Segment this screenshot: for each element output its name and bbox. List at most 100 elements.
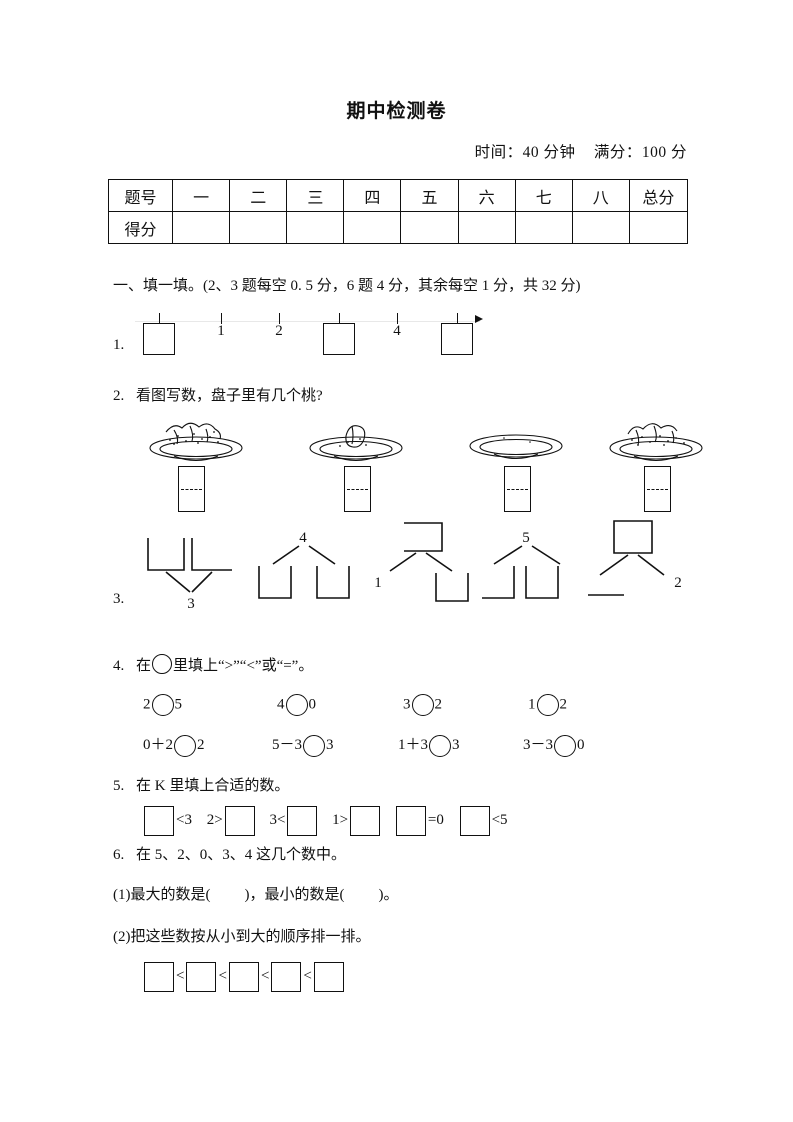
compare-3-right: 2 (434, 696, 443, 713)
compare-6-circle[interactable] (303, 734, 326, 757)
question-6-sub-1: (1)最大的数是()，最小的数是()。 (113, 883, 399, 904)
section-1-heading: 一、填一填。(2、3 题每空 0. 5 分，6 题 4 分，其余每空 1 分，共… (113, 278, 581, 294)
question-2-prompt: 看图写数，盘子里有几个桃? (136, 388, 323, 404)
q5-box-1[interactable] (144, 806, 174, 836)
compare-8-circle[interactable] (554, 734, 577, 757)
question-6-order-boxes: <<<< (143, 962, 345, 992)
compare-2-right: 0 (308, 696, 317, 713)
time-label: 时间：40 分钟 (474, 144, 576, 161)
compare-1-right: 5 (174, 696, 183, 713)
col-header-7: 七 (514, 179, 573, 212)
plate-empty (460, 418, 572, 466)
number-bond-5: 2 (586, 515, 706, 607)
plate-1-answer-box[interactable] (178, 466, 205, 512)
number-line-answer-box-3[interactable] (441, 323, 473, 355)
col-header-1: 一 (172, 179, 231, 212)
question-4-prompt-a: 在 (136, 658, 152, 674)
plate-2-answer-box[interactable] (344, 466, 371, 512)
q5-box-6[interactable] (459, 806, 490, 836)
q6-order-box-3[interactable] (228, 962, 259, 992)
number-line-tick-4 (339, 313, 340, 324)
score-cell-3[interactable] (286, 211, 345, 244)
question-5-boxes: <3 2> 3< 1> =0 <5 (143, 806, 509, 836)
score-cell-6[interactable] (457, 211, 516, 244)
compare-2-circle[interactable] (285, 694, 308, 716)
compare-6-left: 5－3 (272, 737, 303, 753)
score-cell-5[interactable] (400, 211, 459, 244)
q5-box-2[interactable] (224, 806, 255, 836)
question-5-prompt-row: 5. 在 K 里填上合适的数。 (113, 774, 289, 795)
plate-3-answer-box[interactable] (504, 466, 531, 512)
score-cell-7[interactable] (514, 211, 573, 244)
score-cell-8[interactable] (571, 211, 630, 244)
score-cell-4[interactable] (343, 211, 402, 244)
score-cell-1[interactable] (172, 211, 231, 244)
compare-8-left: 3－3 (523, 737, 554, 753)
number-line-tick-5 (397, 313, 398, 324)
q6-sub1-label: (1) (113, 887, 131, 903)
question-4-prompt-row: 4. 在里填上“>”“<”或“=”。 (113, 654, 313, 675)
plate-full (140, 418, 252, 466)
compare-7-right: 3 (452, 737, 460, 753)
score-cell-total[interactable] (628, 211, 689, 244)
q5-op-1: <3 (176, 812, 192, 829)
col-header-6: 六 (457, 179, 516, 212)
compare-3-circle[interactable] (411, 694, 434, 716)
compare-4-left: 1 (528, 696, 536, 713)
q5-box-4[interactable] (350, 806, 381, 836)
question-5-number: 5. (113, 778, 125, 794)
row-label-question-no: 题号 (107, 179, 174, 212)
compare-2-left: 4 (277, 696, 285, 713)
question-2-number: 2. (113, 388, 125, 404)
number-bond-3: 1 (368, 515, 488, 607)
q6-order-box-1[interactable] (144, 962, 174, 992)
page-title: 期中检测卷 (346, 100, 447, 122)
q5-op-2: 2> (206, 812, 223, 829)
number-line-answer-box-1[interactable] (143, 323, 175, 355)
compare-4-circle[interactable] (536, 694, 559, 716)
row-label-score: 得分 (107, 211, 174, 244)
number-line-answer-box-2[interactable] (323, 323, 355, 355)
col-header-total: 总分 (628, 179, 689, 212)
number-line-tick-3 (279, 313, 280, 324)
q6-order-box-4[interactable] (271, 962, 302, 992)
number-line-arrow-icon (475, 315, 483, 323)
plate-one (300, 418, 412, 466)
circle-icon-prompt (152, 654, 173, 674)
table-row-header: 题号 一 二 三 四 五 六 七 八 总分 (107, 179, 689, 212)
question-1-number-line: 1 2 4 (113, 305, 533, 367)
q6-order-box-5[interactable] (313, 962, 344, 992)
question-6-sub-2: (2)把这些数按从小到大的顺序排一排。 (113, 925, 371, 946)
number-line-value-2: 2 (275, 323, 283, 339)
compare-5-circle[interactable] (174, 734, 197, 757)
q5-box-5[interactable] (395, 806, 426, 836)
number-bond-1-whole: 3 (187, 596, 195, 612)
compare-4-right: 2 (559, 696, 568, 713)
q6-order-box-2[interactable] (186, 962, 217, 992)
number-line-tick-6 (457, 313, 458, 324)
number-bond-5-part-right: 2 (674, 575, 682, 591)
q5-box-3[interactable] (287, 806, 318, 836)
number-bond-4-whole: 5 (522, 530, 530, 546)
number-line-tick-1 (159, 313, 160, 324)
compare-7-circle[interactable] (429, 734, 452, 757)
number-line-value-4: 4 (393, 323, 401, 339)
question-6-prompt-row: 6. 在 5、2、0、3、4 这几个数中。 (113, 843, 346, 864)
q6-sub1-text: 最大的数是( (130, 887, 211, 903)
question-6-prompt: 在 5、2、0、3、4 这几个数中。 (136, 847, 347, 863)
q6-sub1-text3: )。 (378, 887, 399, 903)
score-table: 题号 一 二 三 四 五 六 七 八 总分 得分 (107, 179, 689, 244)
q6-sub2-label: (2) (113, 929, 131, 945)
q6-order-op-4: < (303, 968, 312, 985)
number-bond-2-whole: 4 (299, 530, 307, 546)
plate-4-answer-box[interactable] (644, 466, 671, 512)
col-header-2: 二 (229, 179, 288, 212)
score-cell-2[interactable] (229, 211, 288, 244)
number-line-tick-2 (221, 313, 222, 324)
compare-1-circle[interactable] (151, 694, 174, 716)
